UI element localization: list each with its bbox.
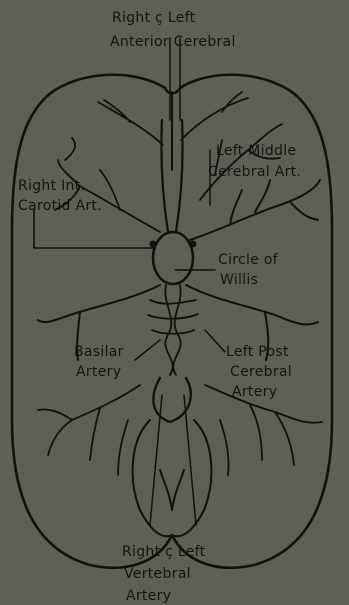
carotid-pointer	[34, 210, 155, 248]
frontal-branches-right	[200, 124, 282, 200]
basilar-artery-braid	[148, 285, 198, 375]
label-left-middle-cerebral-line2: Cerebral Art.	[208, 164, 301, 180]
label-left-post-cerebral-line3: Artery	[232, 384, 277, 400]
temporal-branches-left	[38, 385, 140, 475]
label-vertebral-line3: Artery	[126, 588, 171, 604]
label-right-int-carotid-line1: Right Int.	[18, 178, 85, 194]
label-anterior-cerebral-line2: Anterior Cerebral	[110, 34, 236, 50]
label-basilar-line1: Basilar	[74, 344, 124, 360]
label-left-post-cerebral-line1: Left Post	[226, 344, 289, 360]
carotid-node-right	[190, 241, 197, 248]
label-basilar-line2: Artery	[76, 364, 121, 380]
label-anterior-cerebral-line1: Right ç Left	[112, 10, 196, 26]
label-left-post-cerebral-line2: Cerebral	[230, 364, 292, 380]
label-vertebral-line2: Vertebral	[124, 566, 191, 582]
carotid-node-left	[150, 241, 157, 248]
circle-of-willis-shape	[153, 232, 193, 284]
label-circle-of-willis-line1: Circle of	[218, 252, 279, 268]
anterior-branch-left	[98, 100, 163, 145]
posterior-pointer	[205, 330, 225, 352]
label-left-middle-cerebral-line1: Left Middle	[216, 143, 296, 159]
label-right-int-carotid-line2: Carotid Art.	[18, 198, 102, 214]
label-circle-of-willis-line2: Willis	[220, 272, 258, 288]
label-vertebral-line1: Right ç Left	[122, 544, 206, 560]
anterior-branch-right	[181, 92, 248, 140]
cerebellum	[133, 420, 212, 536]
basilar-pointer	[135, 340, 160, 360]
